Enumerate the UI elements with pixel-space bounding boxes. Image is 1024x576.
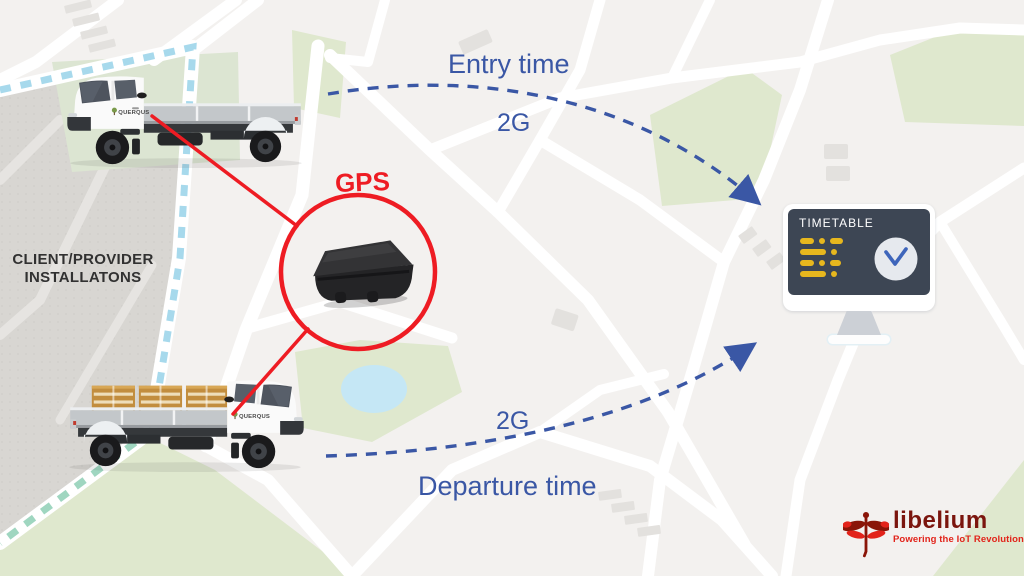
truck-brand-label: QUERQUS [239,414,270,420]
gps-label: GPS [334,166,391,198]
departure-network-label: 2G [496,407,530,435]
monitor-screen: TIMETABLE [788,209,930,295]
loaded-truck-illustration: QUERQUS [69,380,304,473]
entry-arrow [327,83,762,206]
truck-body [67,76,301,165]
timetable-title: TIMETABLE [799,216,874,230]
monitor-panel: TIMETABLE [783,204,935,311]
park [295,340,462,442]
zone-label-line1: CLIENT/PROVIDER [12,251,154,268]
truck-brand-label: QUERQUS [118,110,149,116]
green-area [650,68,782,206]
clock-icon [874,237,918,281]
monitor-stand [837,311,881,335]
truck-door-logo: QUERQUS [111,107,149,116]
monitor-base [828,335,890,344]
schedule-icon [800,238,843,277]
libelium-logo: libelium Powering the IoT Revolution [843,508,1024,558]
gps-tracker-device [313,240,414,308]
dragonfly-icon [843,512,889,558]
departure-arrow [325,342,758,458]
pond [341,365,407,413]
zone-label-line2: INSTALLATONS [24,269,142,286]
departure-time-label: Departure time [418,471,597,501]
empty-truck-illustration: QUERQUS [67,76,302,169]
entry-time-label: Entry time [448,49,570,79]
libelium-tagline: Powering the IoT Revolution [893,534,1024,545]
entry-network-label: 2G [497,109,531,137]
client-provider-zone-label: CLIENT/PROVIDER INSTALLATONS [6,251,160,287]
libelium-wordmark: libelium [893,507,988,534]
green-area [890,25,1024,126]
timetable-monitor: TIMETABLE [783,204,935,344]
